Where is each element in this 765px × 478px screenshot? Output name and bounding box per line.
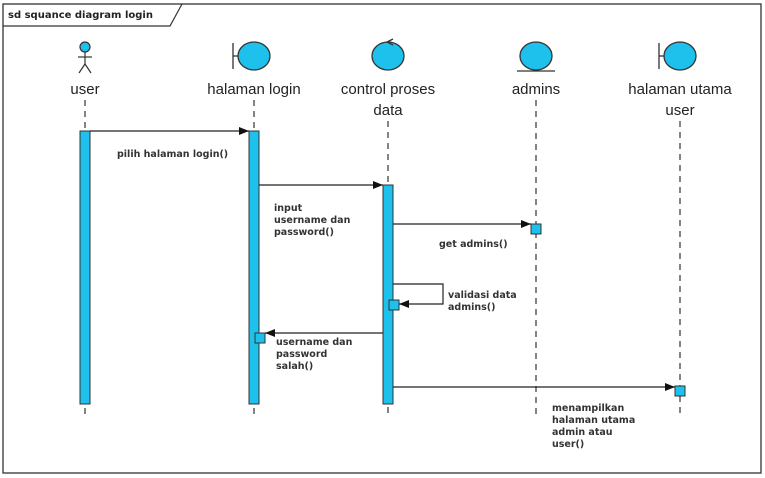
lifeline-control-proses-data[interactable]: control proses data — [341, 38, 435, 119]
lifeline-label: halaman login — [207, 81, 300, 98]
lifeline-halaman-utama-user[interactable]: halaman utama user — [628, 41, 732, 119]
message-label: halaman utama — [552, 415, 635, 426]
boundary-icon — [232, 41, 271, 71]
message-label: username dan — [274, 215, 351, 226]
activation-bar-halaman-utama-user — [674, 385, 686, 397]
diagram-frame — [2, 3, 762, 474]
lifeline-halaman-login[interactable]: halaman login — [207, 41, 301, 98]
boundary-icon — [658, 41, 697, 71]
message-label: admins() — [448, 302, 495, 313]
message-label: validasi data — [448, 290, 517, 301]
message-label: salah() — [276, 361, 313, 372]
control-icon — [371, 38, 405, 71]
frame-title: sd squance diagram login — [8, 10, 153, 21]
message-label: menampilkan — [552, 403, 624, 414]
message-label: input — [274, 203, 303, 214]
lifeline-label: user — [70, 81, 99, 98]
lifeline-label: halaman utama — [628, 81, 732, 98]
lifeline-label: control proses — [341, 81, 435, 98]
lifeline-user[interactable]: user — [70, 41, 100, 98]
lifeline-label: user — [665, 102, 694, 119]
lifeline-admins[interactable]: admins — [512, 41, 560, 98]
lifeline-label: data — [373, 102, 403, 119]
message-label: admin atau — [552, 427, 613, 438]
message-label: password() — [274, 227, 334, 238]
activation-bar-user — [79, 130, 91, 405]
entity-icon — [517, 41, 555, 72]
message-arrow-validasi-data — [393, 283, 444, 308]
activation-bar-return — [254, 332, 266, 344]
activation-bar-self-call — [388, 299, 400, 311]
activation-bar-admins — [530, 223, 542, 235]
message-label: pilih halaman login() — [117, 149, 228, 160]
message-label: password — [276, 349, 327, 360]
activation-bar-halaman-login — [248, 130, 260, 405]
activation-bar-control-proses-data — [382, 184, 394, 405]
frame-title-tab — [3, 3, 183, 27]
message-label: username dan — [276, 337, 353, 348]
message-label: get admins() — [439, 239, 508, 250]
message-label: user() — [552, 439, 584, 450]
lifeline-label: admins — [512, 81, 560, 98]
actor-icon — [78, 41, 92, 74]
